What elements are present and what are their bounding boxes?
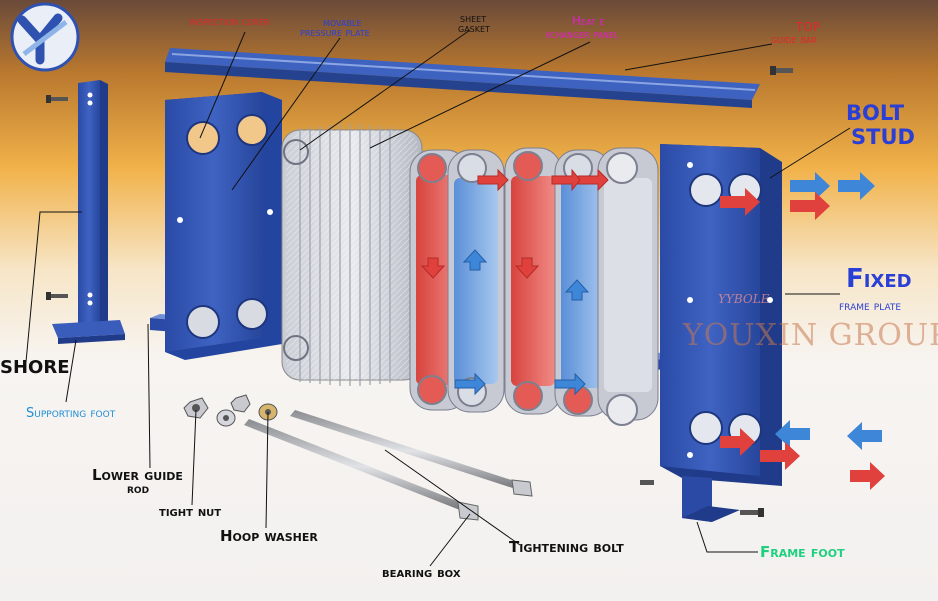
label-frame-foot: Frame foot: [760, 543, 845, 561]
tightening-bolt: [290, 410, 533, 497]
label-gasket: gasket: [458, 22, 490, 35]
label-movable: movable: [323, 16, 362, 29]
label-pressure-plate: pressure plate: [300, 26, 370, 39]
flow-arrows-cold: [454, 249, 590, 396]
company-logo: [10, 2, 80, 72]
label-lower-guide: Lower guide: [92, 466, 183, 484]
label-shore: SHORE: [0, 357, 70, 378]
plate-stack: [281, 124, 423, 386]
flow-arrows-hot: [420, 168, 609, 279]
label-bolt: BOLT: [846, 101, 905, 125]
heat-exchanger-panel-cold-1: [447, 149, 505, 413]
tight-nut: [183, 394, 251, 419]
label-frame-plate: frame plate: [839, 299, 902, 314]
label-rod: rod: [127, 482, 150, 497]
label-heat-e: Heat e: [572, 14, 605, 28]
label-inspection-cover: inspection cover: [190, 15, 270, 28]
heat-exchanger-panel-4: [597, 147, 659, 426]
frame-foot: [682, 476, 740, 522]
outlet-arrows: [720, 172, 885, 490]
heat-exchanger-panel-hot-2: [504, 147, 562, 415]
label-bearing-box: bearing box: [382, 565, 461, 581]
label-supporting-foot: Supporting foot: [26, 406, 116, 421]
top-bolt-icon: [770, 66, 793, 75]
label-sheet: sheet: [460, 12, 487, 25]
top-guide-bar: [165, 48, 760, 108]
brand-watermark: YYBOLE: [718, 292, 770, 306]
label-xchanger-panel: xchanger panel: [545, 28, 619, 41]
shore-bolt-icon: [46, 95, 68, 300]
label-tightening-bolt: Tightening bolt: [509, 538, 624, 556]
label-top: TOP: [796, 20, 821, 34]
label-guide-bar: guide bar: [771, 32, 817, 46]
label-tight-nut: tight nut: [159, 504, 222, 520]
shore: [52, 80, 125, 344]
tightening-bolt-2: [244, 419, 479, 521]
frame-foot-bolt-icon: [640, 480, 764, 517]
movable-pressure-plate: [165, 92, 282, 360]
company-watermark: YOUXIN GROUP: [683, 318, 938, 353]
leader-lines: [25, 29, 851, 567]
label-stud: STUD: [851, 125, 915, 149]
label-fixed: Fixed: [846, 264, 912, 294]
heat-exchanger-panel-cold-2: [554, 149, 612, 417]
label-hoop-washer: Hoop washer: [220, 527, 318, 545]
fixed-frame-plate: [660, 144, 782, 486]
